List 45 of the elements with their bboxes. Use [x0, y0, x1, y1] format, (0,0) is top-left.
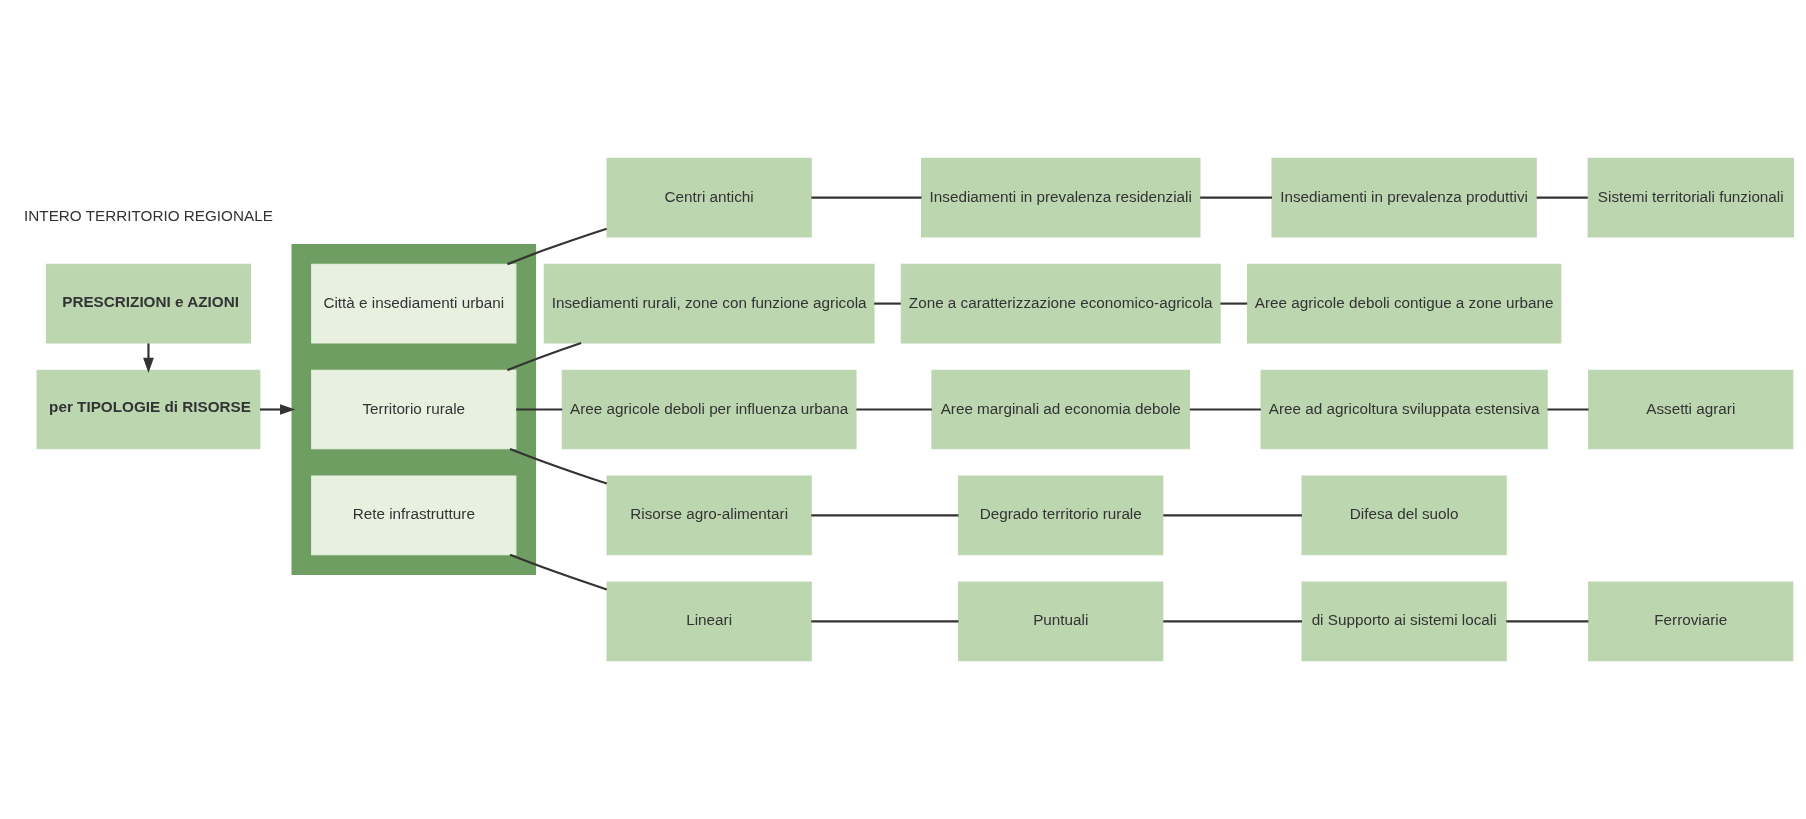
node-box: Aree marginali ad economia debole: [930, 369, 1190, 450]
node-box: PRESCRIZIONI e AZIONI: [45, 263, 251, 344]
label: INTERO TERRITORIO REGIONALE: [23, 207, 273, 225]
node-box: Insediamenti in prevalenza residenziali: [920, 157, 1200, 238]
connector: [810, 514, 958, 517]
node-box: Assetti agrari: [1587, 369, 1793, 450]
connector: [1199, 196, 1272, 199]
connector: [1546, 408, 1589, 411]
arrow: [142, 343, 154, 374]
node-box: Zone a caratterizzazione economico-agricola: [900, 263, 1221, 344]
node-box: Risorse agro-alimentari: [606, 475, 812, 556]
cluster: [291, 244, 536, 575]
connector: [810, 196, 921, 199]
arrow: [259, 404, 295, 415]
node-box: Puntuali: [957, 581, 1163, 662]
node-box: Rete infrastrutture: [310, 475, 516, 556]
connector: [855, 408, 932, 411]
connector: [506, 227, 607, 266]
connector: [873, 302, 901, 305]
connector: [1189, 408, 1261, 411]
node-box: Difesa del suolo: [1301, 475, 1507, 556]
node-box: Città e insediamenti urbani: [310, 263, 516, 344]
connector: [1219, 302, 1247, 305]
node-box: Ferroviarie: [1587, 581, 1793, 662]
node-box: di Supporto ai sistemi locali: [1301, 581, 1507, 662]
node-box: Aree agricole deboli contigue a zone urbane: [1246, 263, 1561, 344]
connector: [1536, 196, 1588, 199]
node-box: Territorio rurale: [310, 369, 516, 450]
connector: [1162, 620, 1302, 623]
node-box: Insediamenti in prevalenza produttivi: [1270, 157, 1537, 238]
connector: [1162, 514, 1302, 517]
node-box: Aree agricole deboli per influenza urbana: [561, 369, 857, 450]
node-box: Centri antichi: [606, 157, 812, 238]
node-box: Aree ad agricoltura sviluppata estensiva: [1260, 369, 1548, 450]
node-box: Sistemi territoriali funzionali: [1587, 157, 1794, 238]
node-box: Lineari: [606, 581, 812, 662]
connector: [509, 553, 607, 591]
connector: [1505, 620, 1588, 623]
node-box: Insediamenti rurali, zone con funzione agricola: [543, 263, 875, 344]
connector: [506, 342, 582, 372]
connector: [515, 408, 562, 411]
connector: [509, 447, 607, 485]
node-box: Degrado territorio rurale: [957, 475, 1163, 556]
connector: [810, 620, 958, 623]
node-box: per TIPOLOGIE di RISORSE: [36, 369, 260, 450]
